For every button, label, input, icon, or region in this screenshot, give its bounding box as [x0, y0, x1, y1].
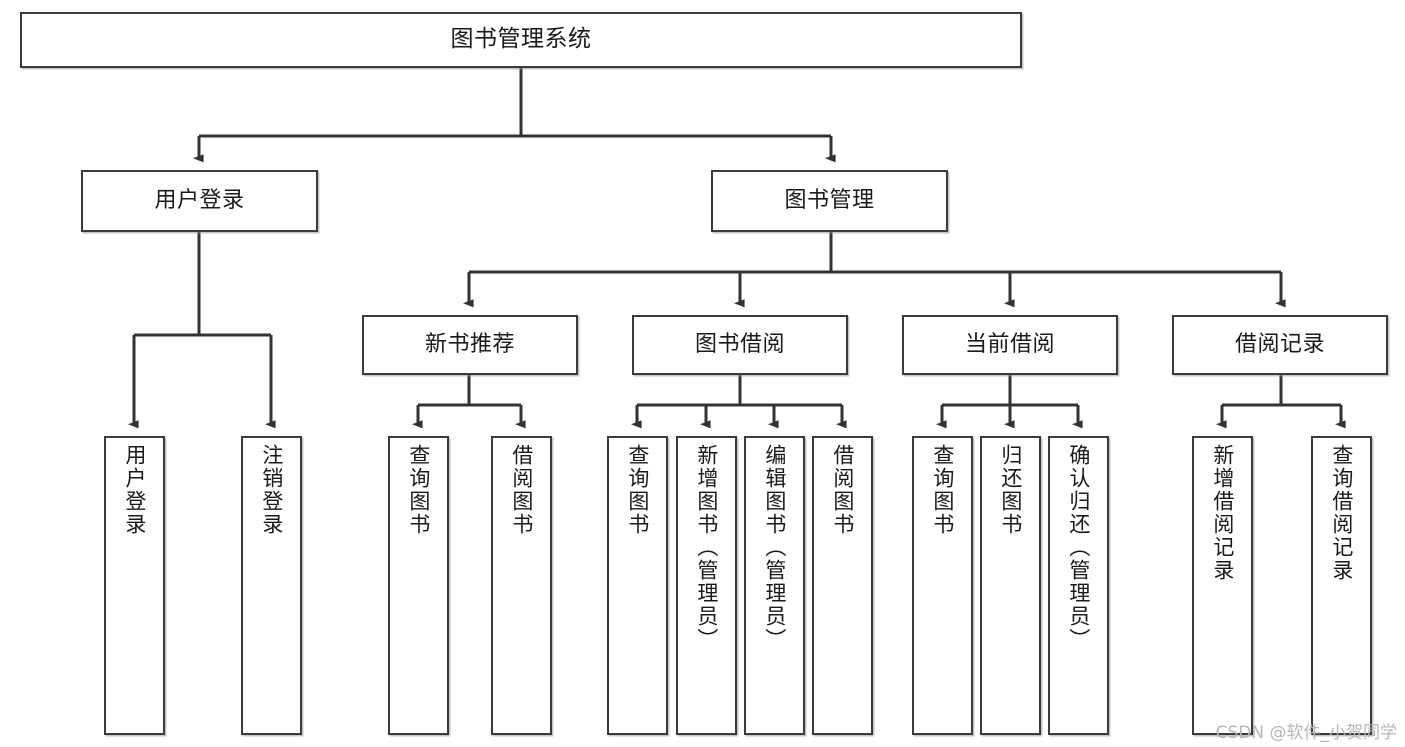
node-new-book-recommend[interactable]: 新书推荐 — [362, 315, 578, 375]
leaf-current-return-book[interactable]: 归还图书 — [980, 436, 1041, 735]
leaf-user-logout-label: 注销登录 — [259, 444, 284, 536]
node-book-borrow-label: 图书借阅 — [694, 331, 785, 357]
node-user-login[interactable]: 用户登录 — [81, 170, 318, 232]
leaf-record-query[interactable]: 查询借阅记录 — [1311, 436, 1372, 735]
leaf-borrow-query-book[interactable]: 查询图书 — [607, 436, 668, 735]
node-book-manage-label: 图书管理 — [784, 187, 875, 213]
leaf-recommend-query-book[interactable]: 查询图书 — [388, 436, 449, 735]
node-user-login-label: 用户登录 — [154, 187, 245, 213]
leaf-borrow-query-book-label: 查询图书 — [625, 444, 650, 536]
leaf-current-confirm-return-label: 确认归还（管理员） — [1066, 444, 1091, 651]
leaf-record-query-label: 查询借阅记录 — [1329, 444, 1354, 582]
node-new-book-recommend-label: 新书推荐 — [424, 331, 515, 357]
leaf-borrow-add-book-label: 新增图书（管理员） — [694, 444, 719, 651]
node-current-borrow[interactable]: 当前借阅 — [902, 315, 1118, 375]
leaf-current-return-book-label: 归还图书 — [998, 444, 1023, 536]
leaf-user-logout[interactable]: 注销登录 — [241, 436, 302, 735]
leaf-record-add[interactable]: 新增借阅记录 — [1192, 436, 1253, 735]
leaf-current-query-book[interactable]: 查询图书 — [912, 436, 973, 735]
leaf-record-add-label: 新增借阅记录 — [1210, 444, 1235, 582]
node-current-borrow-label: 当前借阅 — [964, 331, 1055, 357]
csdn-watermark: CSDN @软件_小贺同学 — [1215, 723, 1397, 743]
leaf-borrow-borrow-book-label: 借阅图书 — [830, 444, 855, 536]
leaf-user-login-label: 用户登录 — [122, 444, 147, 536]
node-book-borrow[interactable]: 图书借阅 — [632, 315, 848, 375]
leaf-current-query-book-label: 查询图书 — [930, 444, 955, 536]
leaf-borrow-add-book[interactable]: 新增图书（管理员） — [676, 436, 737, 735]
node-root-label: 图书管理系统 — [450, 26, 592, 53]
leaf-borrow-edit-book[interactable]: 编辑图书（管理员） — [744, 436, 805, 735]
node-borrow-record-label: 借阅记录 — [1234, 331, 1325, 357]
leaf-recommend-borrow-book-label: 借阅图书 — [509, 444, 534, 536]
leaf-borrow-edit-book-label: 编辑图书（管理员） — [762, 444, 787, 651]
node-root[interactable]: 图书管理系统 — [20, 12, 1022, 68]
node-book-manage[interactable]: 图书管理 — [711, 170, 948, 232]
leaf-recommend-borrow-book[interactable]: 借阅图书 — [491, 436, 552, 735]
node-borrow-record[interactable]: 借阅记录 — [1172, 315, 1388, 375]
leaf-user-login[interactable]: 用户登录 — [104, 436, 165, 735]
leaf-recommend-query-book-label: 查询图书 — [406, 444, 431, 536]
leaf-borrow-borrow-book[interactable]: 借阅图书 — [812, 436, 873, 735]
leaf-current-confirm-return[interactable]: 确认归还（管理员） — [1048, 436, 1109, 735]
